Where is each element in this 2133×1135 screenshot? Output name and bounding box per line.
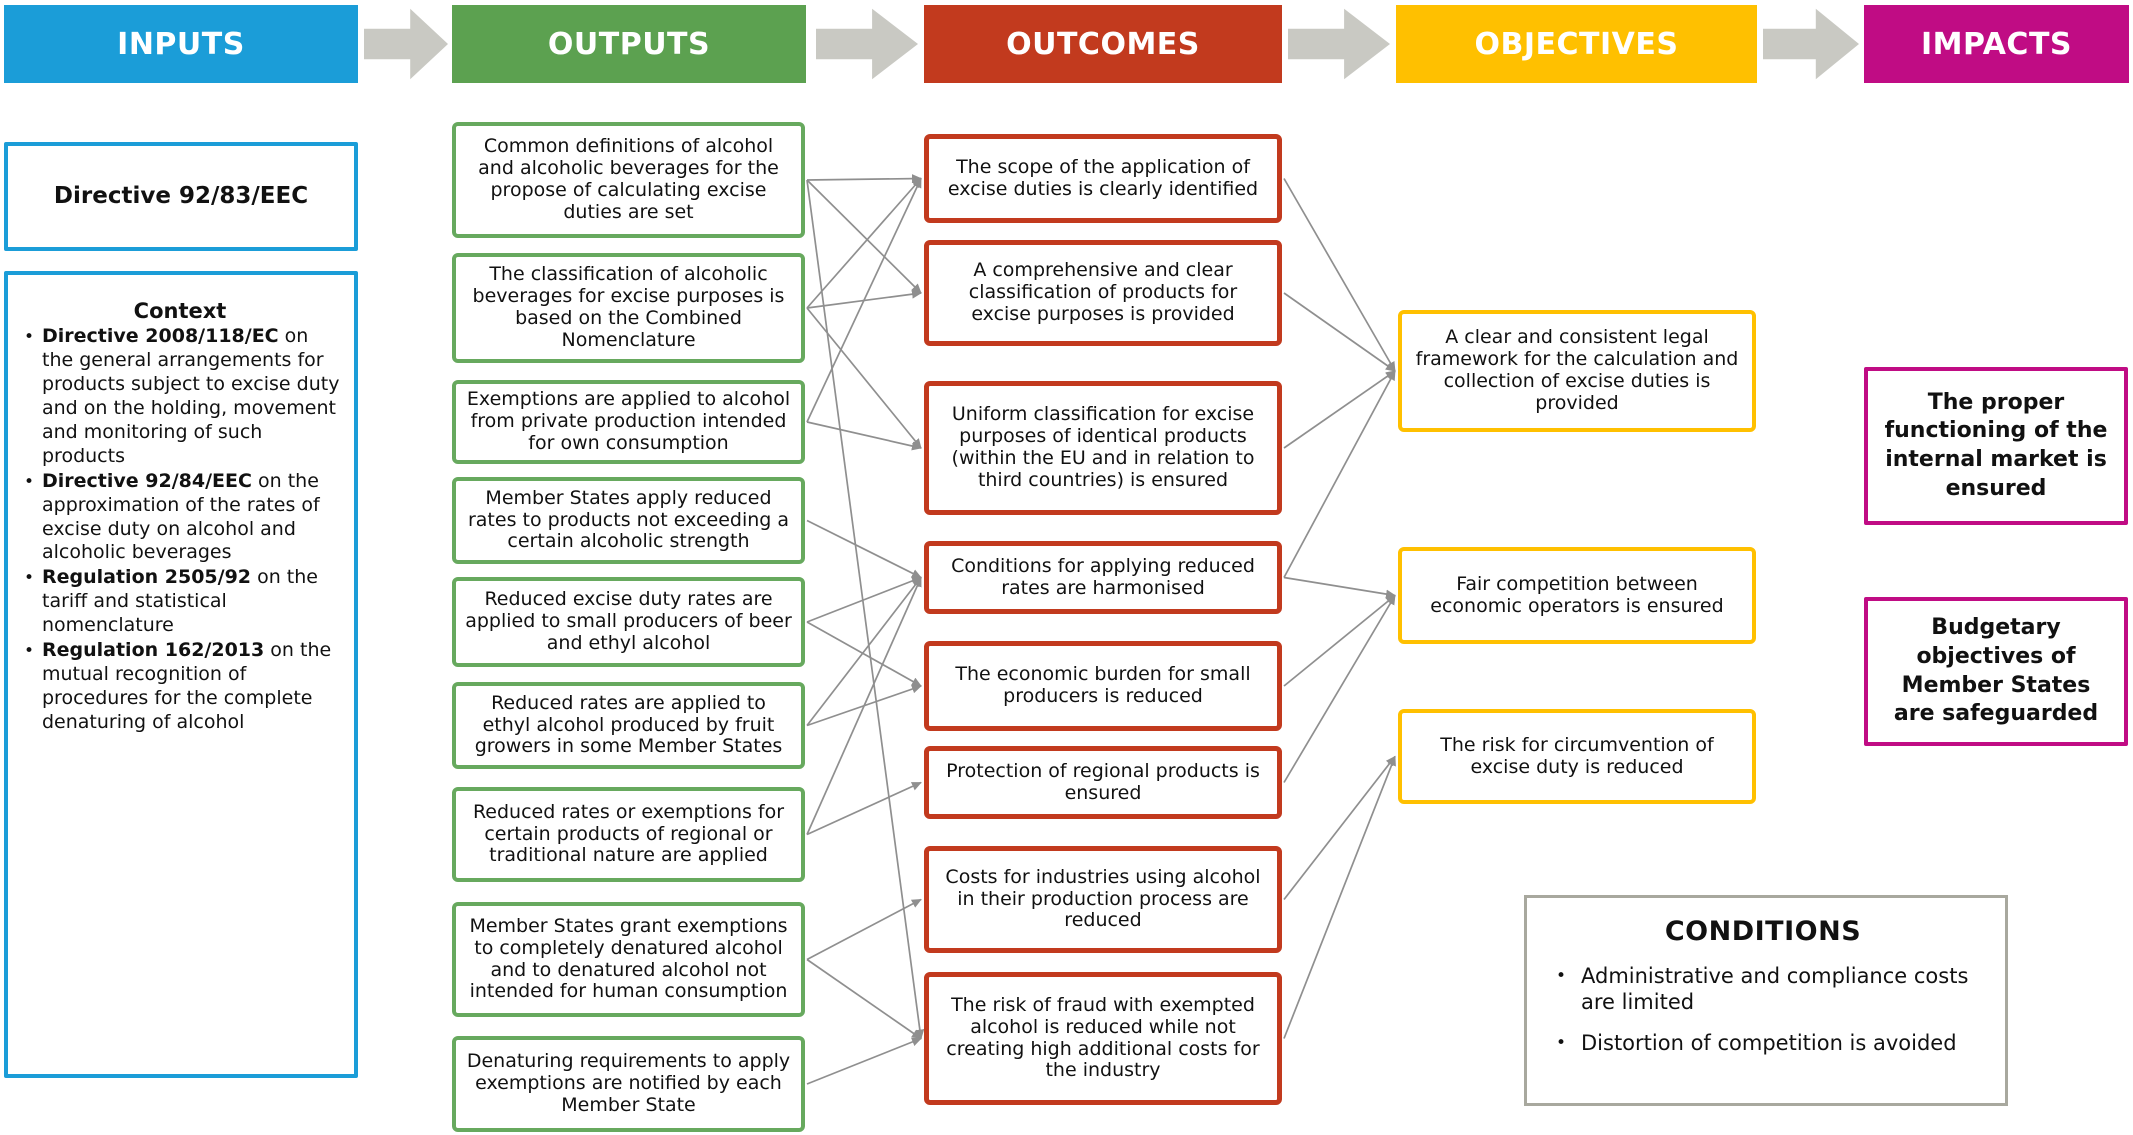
- output-box-4: Member States apply reduced rates to pro…: [452, 477, 805, 564]
- outcome-text: A comprehensive and clear classification…: [968, 259, 1238, 325]
- connector-line: [1283, 755, 1396, 901]
- outcome-text: The scope of the application of excise d…: [947, 155, 1259, 200]
- output-box-2: The classification of alcoholic beverage…: [452, 253, 805, 363]
- outcome-box-1: The scope of the application of excise d…: [924, 134, 1282, 223]
- connector-line: [1283, 292, 1396, 372]
- connector-line: [806, 421, 922, 451]
- connector-line: [806, 781, 922, 836]
- conditions-title: CONDITIONS: [1664, 916, 1862, 947]
- connector-line: [806, 576, 922, 727]
- output-box-8: Member States grant exemptions to comple…: [452, 902, 805, 1017]
- header-impacts: IMPACTS: [1864, 5, 2129, 83]
- connector-line: [806, 1037, 922, 1085]
- output-box-1: Common definitions of alcohol and alcoho…: [452, 122, 805, 238]
- outcome-text: The economic burden for small producers …: [955, 663, 1251, 707]
- context-bullet: • Directive 92/84/EEC on the approximati…: [16, 470, 344, 566]
- objective-text: A clear and consistent legal framework f…: [1415, 326, 1739, 414]
- connector-line: [1283, 576, 1396, 599]
- outcome-box-4: Conditions for applying reduced rates ar…: [924, 541, 1282, 614]
- conditions-box: CONDITIONS • Administrative and complian…: [1524, 895, 2008, 1106]
- context-bullet-text: Regulation 162/2013 on the mutual recogn…: [42, 639, 332, 733]
- connector-line: [806, 958, 922, 1040]
- impact-box-2: Budgetary objectives of Member States ar…: [1864, 597, 2128, 746]
- outcome-box-3: Uniform classification for excise purpos…: [924, 381, 1282, 515]
- input-directive-box: Directive 92/83/EEC: [4, 142, 358, 251]
- header-inputs: INPUTS: [4, 5, 358, 83]
- context-bullet: • Regulation 162/2013 on the mutual reco…: [16, 639, 344, 735]
- connector-line: [806, 898, 922, 961]
- connector-line: [1283, 755, 1396, 1039]
- outcome-text: Protection of regional products is ensur…: [946, 759, 1260, 804]
- connector-line: [806, 576, 922, 835]
- outcome-box-2: A comprehensive and clear classification…: [924, 240, 1282, 346]
- input-directive-text: Directive 92/83/EEC: [53, 183, 309, 210]
- header-outputs: OUTPUTS: [452, 5, 806, 83]
- connector-line: [806, 519, 922, 579]
- context-bullet: • Directive 2008/118/EC on the general a…: [16, 325, 344, 469]
- bullet-marker: •: [23, 641, 35, 662]
- output-box-9: Denaturing requirements to apply exempti…: [452, 1036, 805, 1132]
- connector-line: [806, 177, 922, 423]
- context-bullet-text: Directive 92/84/EEC on the approximation…: [42, 469, 320, 564]
- objective-box-2: Fair competition between economic operat…: [1398, 547, 1756, 644]
- context-box: Context • Directive 2008/118/EC on the g…: [4, 271, 358, 1078]
- output-box-3: Exemptions are applied to alcohol from p…: [452, 380, 805, 464]
- connector-line: [806, 179, 925, 1040]
- output-text: Member States apply reduced rates to pro…: [467, 486, 790, 553]
- output-text: Reduced excise duty rates are applied to…: [465, 588, 792, 654]
- outcome-text: Costs for industries using alcohol in th…: [945, 865, 1261, 932]
- connector-line: [1283, 594, 1396, 687]
- outcome-box-5: The economic burden for small producers …: [924, 641, 1282, 731]
- impact-box-1: The proper functioning of the internal m…: [1864, 367, 2128, 525]
- output-text: Common definitions of alcohol and alcoho…: [478, 135, 779, 223]
- output-text: Reduced rates are applied to ethyl alcoh…: [474, 691, 783, 758]
- connector-line: [806, 621, 922, 687]
- impact-text: Budgetary objectives of Member States ar…: [1893, 615, 2099, 727]
- connector-line: [806, 177, 922, 309]
- connector-line: [806, 179, 922, 294]
- conditions-bullet-text: Distortion of competition is avoided: [1581, 1030, 1957, 1055]
- connector-line: [806, 174, 922, 184]
- outcome-box-8: The risk of fraud with exempted alcohol …: [924, 972, 1282, 1105]
- output-text: Exemptions are applied to alcohol from p…: [466, 388, 791, 454]
- conditions-bullet: • Distortion of competition is avoided: [1541, 1030, 1985, 1056]
- bullet-marker: •: [23, 471, 35, 492]
- connector-line: [1283, 178, 1396, 372]
- output-box-6: Reduced rates are applied to ethyl alcoh…: [452, 682, 805, 769]
- connector-line: [1283, 594, 1396, 783]
- objective-text: The risk for circumvention of excise dut…: [1440, 733, 1714, 778]
- header-objectives: OBJECTIVES: [1396, 5, 1757, 83]
- connector-line: [1283, 370, 1396, 578]
- header-outcomes: OUTCOMES: [924, 5, 1282, 83]
- output-text: The classification of alcoholic beverage…: [472, 263, 785, 351]
- conditions-bullet: • Administrative and compliance costs ar…: [1541, 963, 1985, 1016]
- context-bullet: • Regulation 2505/92 on the tariff and s…: [16, 566, 344, 638]
- outcome-text: The risk of fraud with exempted alcohol …: [946, 993, 1260, 1082]
- outcome-text: Uniform classification for excise purpos…: [951, 403, 1255, 491]
- objective-box-3: The risk for circumvention of excise dut…: [1398, 709, 1756, 804]
- bullet-marker: •: [1555, 966, 1567, 986]
- connector-line: [806, 307, 922, 449]
- output-text: Member States grant exemptions to comple…: [469, 914, 788, 1003]
- objective-text: Fair competition between economic operat…: [1430, 572, 1724, 617]
- output-text: Denaturing requirements to apply exempti…: [466, 1050, 791, 1116]
- outcome-text: Conditions for applying reduced rates ar…: [951, 554, 1255, 599]
- outcome-box-6: Protection of regional products is ensur…: [924, 746, 1282, 819]
- output-text: Reduced rates or exemptions for certain …: [472, 800, 785, 867]
- impact-text: The proper functioning of the internal m…: [1884, 389, 2108, 501]
- output-box-7: Reduced rates or exemptions for certain …: [452, 787, 805, 882]
- bullet-marker: •: [23, 327, 35, 347]
- context-bullet-text: Regulation 2505/92 on the tariff and sta…: [42, 566, 318, 637]
- bullet-marker: •: [1555, 1032, 1567, 1053]
- connector-line: [1283, 370, 1396, 449]
- output-box-5: Reduced excise duty rates are applied to…: [452, 577, 805, 667]
- conditions-bullet-text: Administrative and compliance costs are …: [1581, 964, 1969, 1015]
- context-bullet-text: Directive 2008/118/EC on the general arr…: [42, 325, 340, 467]
- context-title: Context: [133, 299, 227, 323]
- connector-line: [806, 576, 922, 623]
- objective-box-1: A clear and consistent legal framework f…: [1398, 310, 1756, 432]
- outcome-box-7: Costs for industries using alcohol in th…: [924, 846, 1282, 953]
- bullet-marker: •: [23, 568, 35, 589]
